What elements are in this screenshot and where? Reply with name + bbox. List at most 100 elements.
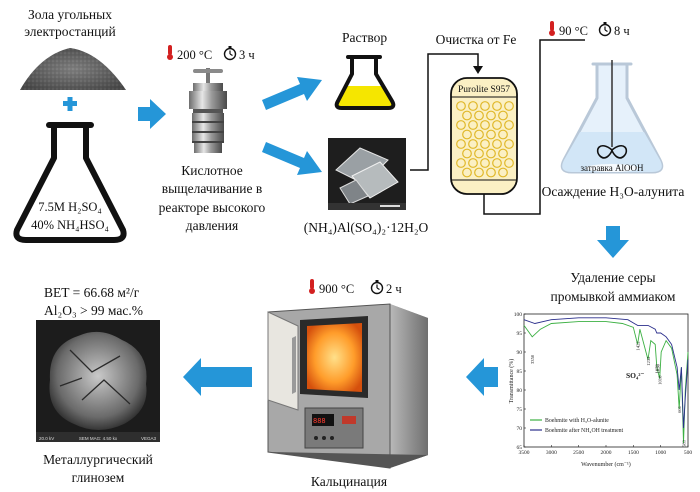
resin-bead <box>486 167 496 178</box>
resin-bead <box>474 129 484 140</box>
arrow-down-to-washing <box>597 226 629 258</box>
ir-ytick-label: 85 <box>517 369 523 375</box>
ir-chart-background <box>510 310 696 460</box>
iron-purification-label: Очистка от Fe <box>436 32 517 47</box>
resin-bead <box>468 101 478 111</box>
leaching-caption-2: выщелачивание в <box>162 181 262 196</box>
ir-peak-label: 661 <box>677 405 682 413</box>
resin-bead <box>480 120 490 130</box>
calcination-time: 2 ч <box>386 282 402 296</box>
resin-bead <box>462 148 472 159</box>
fly-ash-photo <box>18 42 128 92</box>
resin-bead <box>480 101 490 111</box>
crystals-label: (NH₄)Al(SO₄)₂·12H₂O <box>304 220 429 235</box>
muffle-furnace: 888 <box>267 303 428 469</box>
calcination-caption: Кальцинация <box>311 474 387 489</box>
ir-peak-label: 583 <box>681 439 686 447</box>
ion-exchange-column <box>450 77 518 195</box>
ir-ytick-label: 80 <box>517 388 523 394</box>
leaching-caption-4: давления <box>186 218 238 233</box>
leaching-temperature: 200 °C <box>177 48 212 62</box>
legend-entry-1: Boehmite with H₃O-alunite <box>545 418 609 424</box>
ir-ytick-label: 90 <box>517 350 523 356</box>
crystals-sem-image <box>328 138 406 210</box>
autoclave-reactor <box>189 68 227 153</box>
seed-label: затравка AlOOH <box>580 163 644 173</box>
resin-bead <box>480 139 490 149</box>
thermometer-icon <box>309 279 315 294</box>
column-label: Purolite S957 <box>458 85 510 95</box>
resin-bead <box>462 167 472 178</box>
solution-flask <box>334 55 396 110</box>
ir-peak-label: 1232 <box>646 356 651 366</box>
resin-bead <box>456 101 466 111</box>
ir-legend: Boehmite with H₃O-alunite Boehmite after… <box>530 418 624 434</box>
resin-bead <box>462 110 472 121</box>
flow-line-to-precipitation <box>483 39 585 215</box>
ir-peak-label: 1070 <box>655 363 660 373</box>
resin-bead <box>504 101 514 111</box>
thermometer-icon <box>549 21 555 36</box>
arrow-to-solution <box>262 77 322 110</box>
resin-bead <box>498 148 508 159</box>
ir-xtick-label: 3500 <box>519 450 530 456</box>
ir-ylabel: Transmittance (%) <box>508 359 515 404</box>
resin-bead <box>504 120 514 130</box>
clock-icon <box>223 46 237 61</box>
resin-bead <box>498 129 508 140</box>
alumina-sem-image <box>36 320 160 442</box>
arrow-to-crystals <box>262 142 322 175</box>
resin-bead <box>480 158 490 168</box>
ir-ytick-label: 70 <box>517 426 523 432</box>
ir-xtick-label: 2000 <box>601 450 612 456</box>
resin-bead <box>492 158 502 168</box>
arrow-to-furnace <box>466 358 498 396</box>
resin-bead <box>456 158 466 168</box>
purity-value: Al₂O₃ > 99 мас.% <box>44 303 143 318</box>
ir-xtick-label: 1000 <box>655 450 666 456</box>
ir-series-line-2 <box>523 317 689 429</box>
ir-ytick-label: 95 <box>517 331 523 337</box>
resin-bead <box>462 129 472 140</box>
resin-bead <box>456 139 466 149</box>
resin-bead <box>486 148 496 159</box>
leaching-caption-1: Кислотное <box>181 163 243 178</box>
ir-peak-label: 1018 <box>657 375 662 385</box>
sulfur-removal-line1: Удаление серы <box>570 270 655 285</box>
legend-entry-2: Boehmite after NH₄OH treatment <box>545 427 624 434</box>
flow-line-to-column <box>410 53 483 171</box>
leaching-time: 3 ч <box>239 48 255 62</box>
precipitation-flask <box>560 60 664 174</box>
ir-peak-label: 3350 <box>530 354 535 364</box>
resin-bead <box>492 139 502 149</box>
clock-icon <box>370 280 384 295</box>
acid-flask-line1: 7.5M H₂SO₄ <box>38 200 102 214</box>
acid-flask <box>13 122 127 243</box>
furnace-display: 888 <box>313 417 326 425</box>
resin-bead <box>492 120 502 130</box>
precipitation-caption: Осаждение H₃O-алунита <box>542 184 685 199</box>
leaching-caption-3: реакторе высокого <box>159 200 266 215</box>
product-caption-2: глинозем <box>72 470 125 485</box>
resin-bead <box>474 148 484 159</box>
resin-bead <box>486 129 496 140</box>
sulfate-label: SO₄²⁻ <box>626 371 645 380</box>
ir-xtick-label: 2500 <box>573 450 584 456</box>
ir-ytick-label: 75 <box>517 407 523 413</box>
ir-peak-label: 1422 <box>635 341 640 351</box>
ir-xlabel: Wavenumber (cm⁻¹) <box>581 461 631 468</box>
resin-bead <box>468 139 478 149</box>
resin-bead <box>492 101 502 111</box>
product-caption-1: Металлургический <box>43 452 153 467</box>
arrow-to-product <box>183 358 252 396</box>
thermometer-icon <box>167 45 173 60</box>
precipitation-temperature: 90 °C <box>559 24 588 38</box>
calcination-temperature: 900 °C <box>319 282 354 296</box>
arrow-to-reactor <box>138 99 166 129</box>
solution-label: Раствор <box>342 30 387 45</box>
resin-bead <box>474 110 484 121</box>
raw-material-label-2: электростанций <box>24 24 116 39</box>
resin-bead <box>504 139 514 149</box>
